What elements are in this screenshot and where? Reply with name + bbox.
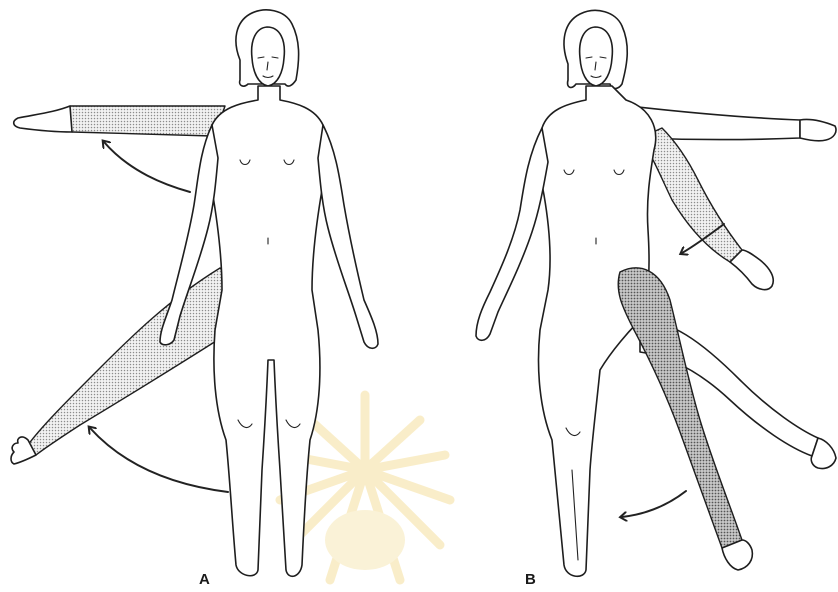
figure-a-arm-arrow <box>104 142 190 192</box>
figure-a-leg-arrow <box>90 428 228 492</box>
panel-label-b: B <box>525 571 536 588</box>
figure-a <box>11 10 378 576</box>
figure-b-left-arm <box>476 128 548 340</box>
panel-label-a: A <box>199 571 210 588</box>
figure-a-right-arm <box>318 125 378 348</box>
figure-a-abducted-arm <box>64 106 225 136</box>
figure-b-adducting-leg <box>618 268 742 548</box>
figure-b <box>476 10 836 576</box>
figure-b-leg-arrow <box>622 491 686 517</box>
figure-a-body <box>208 86 327 576</box>
